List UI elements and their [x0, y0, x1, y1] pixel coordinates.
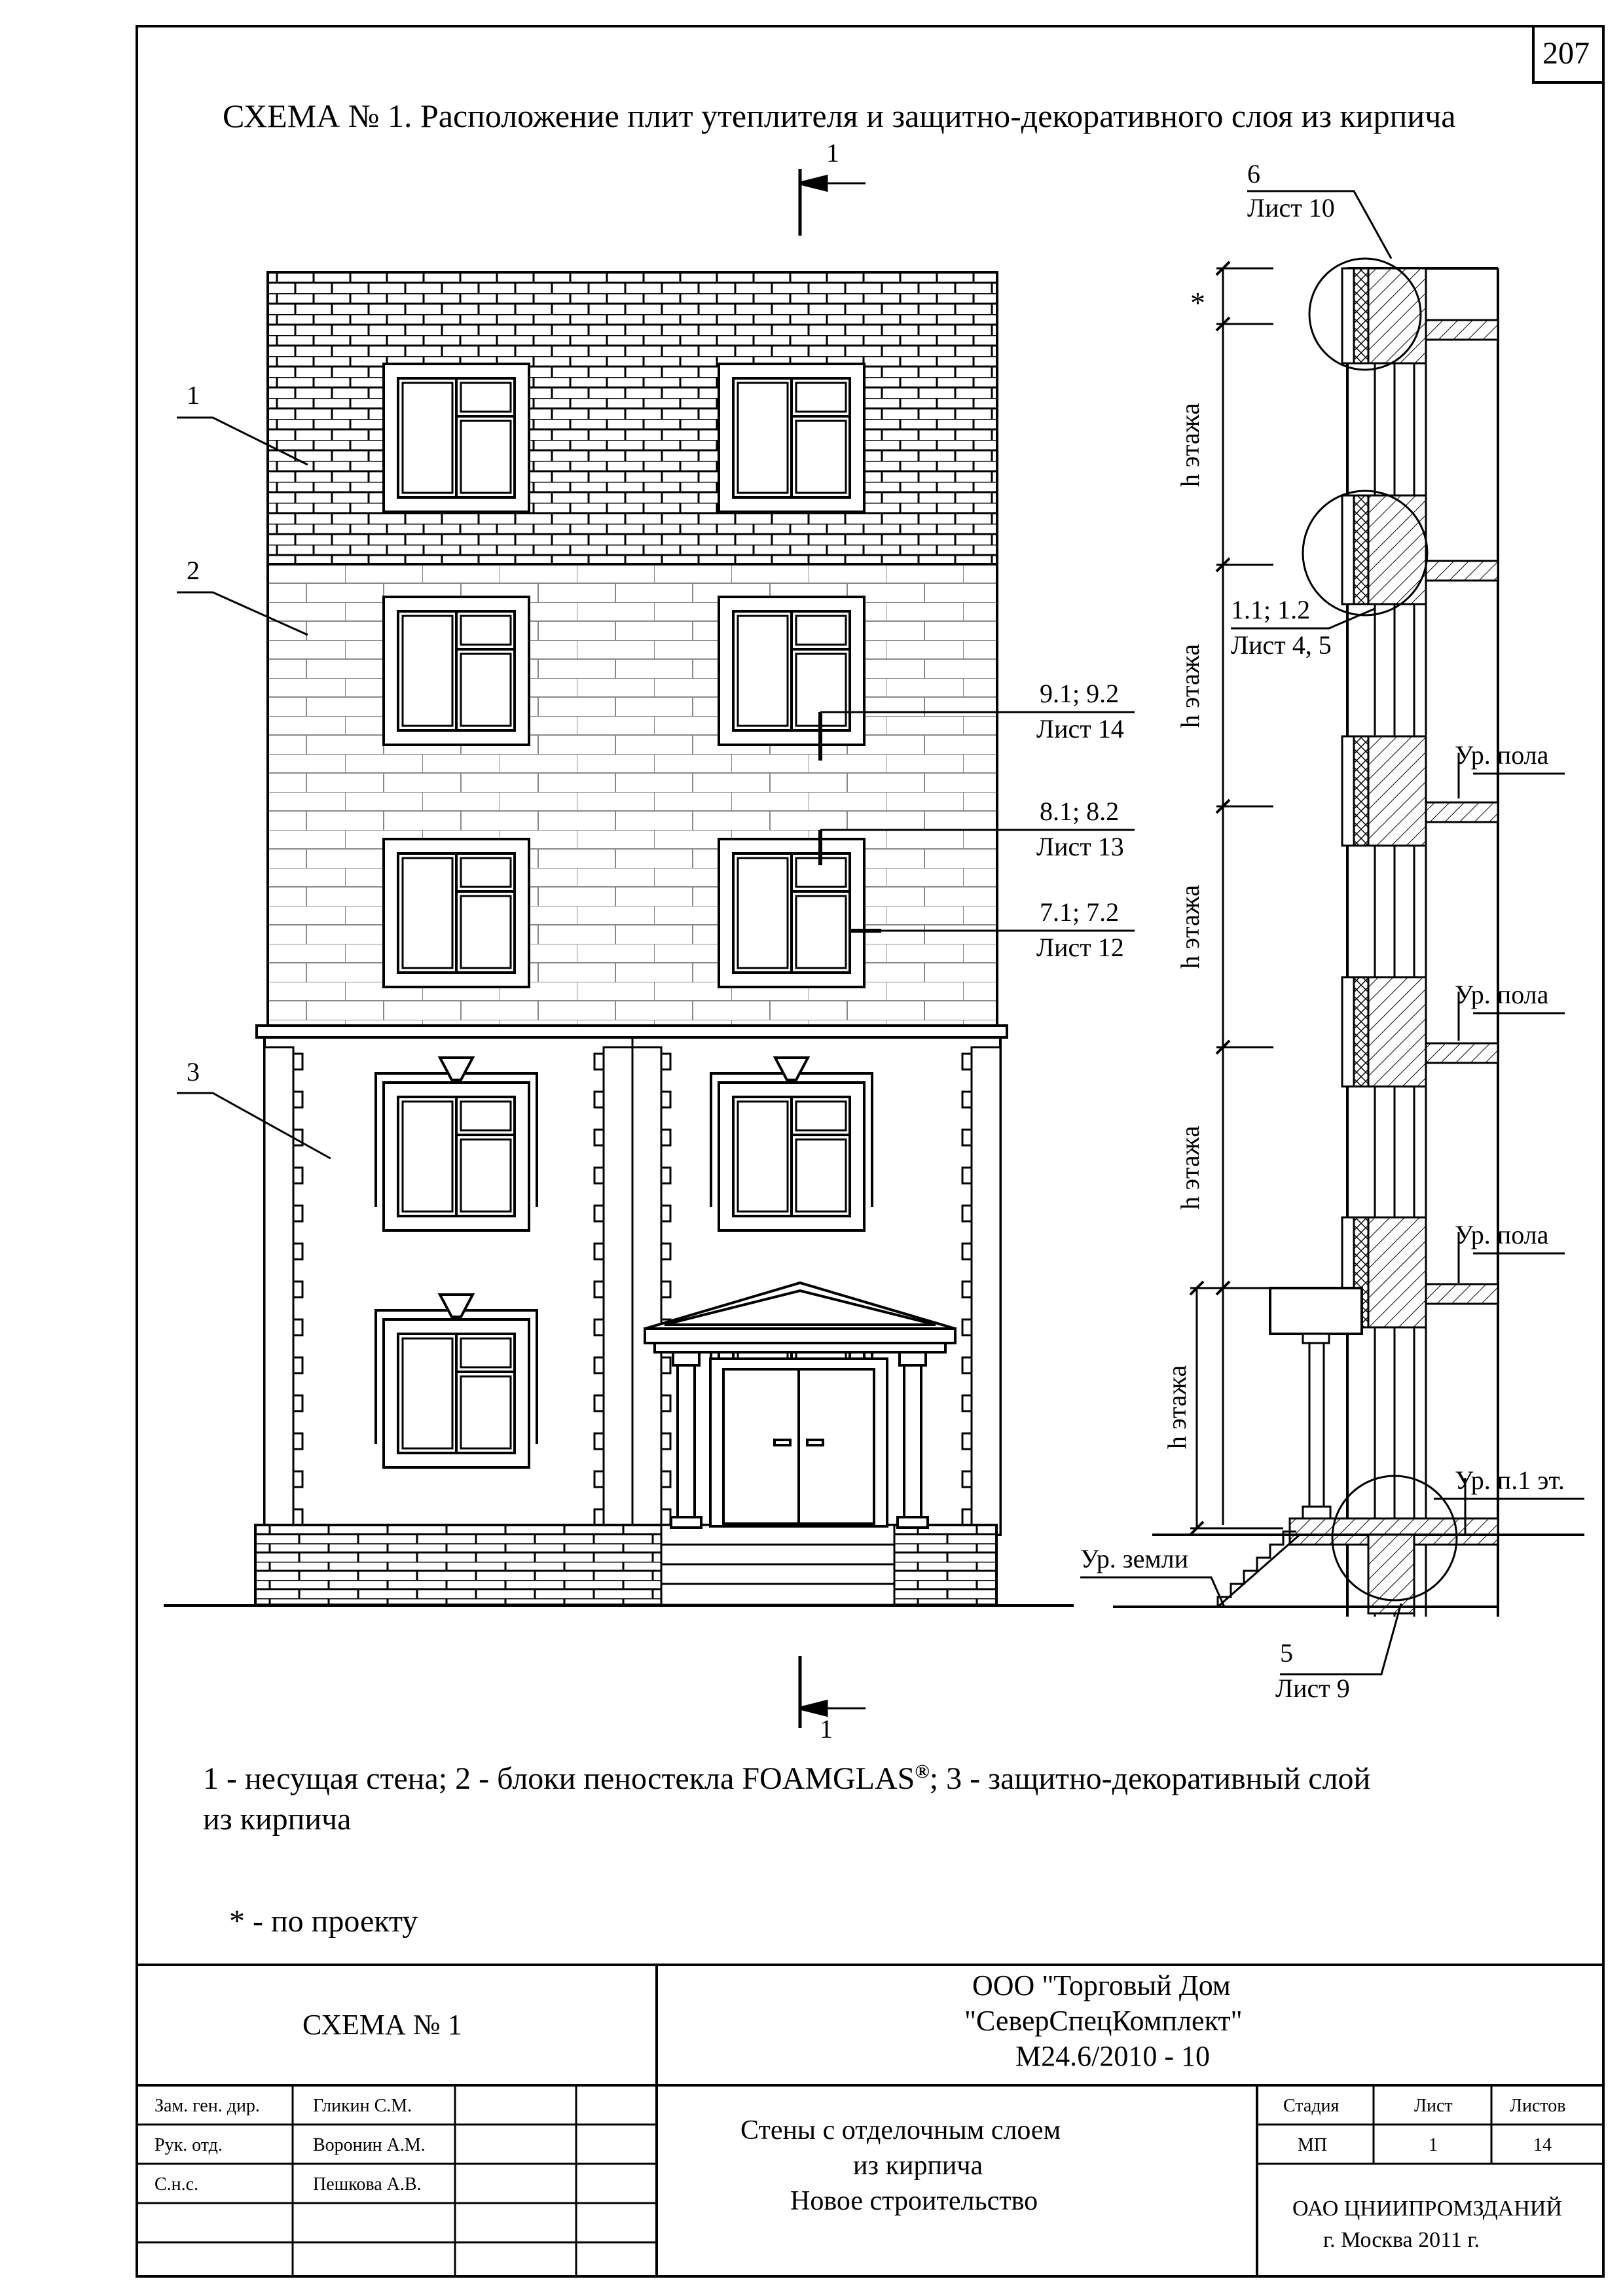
h-floor-4: h этажа [1175, 1125, 1205, 1210]
window [374, 1056, 538, 1232]
tb-desc-2: из кирпича [853, 2151, 983, 2181]
section-mark-bottom-label: 1 [820, 1714, 833, 1744]
window [382, 363, 530, 513]
tb-stage: МП [1298, 2135, 1328, 2155]
section-node [1341, 267, 1499, 365]
tb-name-1: Гликин С.М. [313, 2096, 412, 2116]
page-number: 207 [1542, 36, 1590, 71]
tb-role-3: С.н.с. [155, 2174, 199, 2195]
legend-line-2: из кирпича [203, 1802, 352, 1837]
node-9-sheet: Лист 14 [1036, 714, 1124, 744]
legend-text-b: ; 3 - защитно-декоративный слой [929, 1761, 1371, 1796]
facade-elevation [164, 271, 1074, 1607]
legend-note: * - по проекту [229, 1904, 418, 1939]
tb-sheets: 14 [1533, 2135, 1552, 2155]
section-node [1341, 976, 1499, 1088]
h-floor-5: h этажа [1162, 1365, 1192, 1450]
tb-desc-3: Новое строительство [790, 2186, 1038, 2216]
node-1-label: 1.1; 1.2 [1231, 595, 1311, 624]
tb-name-3: Пешкова А.В. [313, 2174, 422, 2195]
ground-level: Ур. земли [1080, 1544, 1189, 1573]
callout-2: 2 [187, 556, 200, 585]
pilaster-center-left [602, 1046, 634, 1536]
tb-scheme: СХЕМА № 1 [302, 2009, 462, 2041]
pilaster-left [263, 1046, 295, 1536]
tb-stage-header: Стадия [1283, 2096, 1340, 2116]
section-node [1341, 494, 1499, 605]
h-floor-1: h этажа [1175, 403, 1205, 488]
window [382, 838, 530, 988]
node-8-label: 8.1; 8.2 [1040, 797, 1120, 826]
foamglas-zone [266, 563, 998, 1027]
legend-text-a: 1 - несущая стена; 2 - блоки пеностекла … [203, 1761, 915, 1796]
node-7-sheet: Лист 12 [1036, 933, 1124, 962]
h-floor-2: h этажа [1175, 643, 1205, 728]
window [382, 596, 530, 746]
upper-brick-zone [266, 271, 998, 567]
dimension-chain [1189, 260, 1283, 1536]
callout-3: 3 [187, 1057, 200, 1086]
floor-level-3: Ур. пола [1455, 1220, 1549, 1249]
wall-section [1113, 257, 1584, 1617]
tb-name-2: Воронин А.М. [313, 2135, 426, 2155]
tb-org-3: М24.6/2010 - 10 [1015, 2040, 1210, 2072]
window [718, 363, 866, 513]
column-right [903, 1364, 922, 1518]
callout-1: 1 [187, 380, 200, 410]
section-mark-top [798, 169, 866, 236]
window [718, 838, 866, 988]
portico [644, 1281, 957, 1529]
window [374, 1293, 538, 1469]
column-left [676, 1364, 696, 1518]
leader-lines [177, 416, 1135, 1160]
node-6-sheet: Лист 10 [1247, 193, 1335, 223]
window [718, 596, 866, 746]
title-block [137, 1964, 1603, 2276]
tb-desc-1: Стены с отделочным слоем [740, 2115, 1061, 2145]
section-mark-top-label: 1 [826, 138, 839, 168]
pilaster-center-right [631, 1046, 663, 1536]
sheet-frame [136, 25, 1605, 2278]
first-floor-level: Ур. п.1 эт. [1455, 1465, 1565, 1495]
tb-org-2: "СеверСпецКомплект" [964, 2005, 1243, 2037]
node-8-sheet: Лист 13 [1036, 832, 1124, 861]
tb-institute-1: ОАО ЦНИИПРОМЗДАНИЙ [1292, 2197, 1563, 2221]
section-leaders [1080, 190, 1584, 1676]
page-title: СХЕМА № 1. Расположение плит утеплителя … [223, 98, 1456, 134]
node-7-label: 7.1; 7.2 [1040, 897, 1120, 927]
h-floor-3: h этажа [1175, 884, 1205, 969]
tb-role-1: Зам. ген. дир. [155, 2096, 260, 2116]
node-5-label: 5 [1280, 1638, 1293, 1668]
tb-sheet-header: Лист [1414, 2096, 1453, 2116]
registered-mark: ® [915, 1761, 930, 1782]
section-mark-bottom [798, 1656, 866, 1728]
cornice [255, 1024, 1008, 1039]
node-9-label: 9.1; 9.2 [1040, 679, 1120, 708]
floor-level-1: Ур. пола [1455, 740, 1549, 770]
tb-sheets-header: Листов [1510, 2096, 1566, 2116]
window [710, 1056, 873, 1232]
tb-org-1: ООО "Торговый Дом [972, 1969, 1231, 2001]
node-1-sheet: Лист 4, 5 [1231, 630, 1332, 660]
section-node [1341, 735, 1499, 847]
node-6-label: 6 [1247, 159, 1260, 188]
page-number-box [1532, 25, 1605, 84]
pilaster-right [970, 1046, 1002, 1536]
tb-sheet: 1 [1429, 2135, 1438, 2155]
tb-institute-2: г. Москва 2011 г. [1323, 2228, 1480, 2252]
floor-level-2: Ур. пола [1455, 980, 1549, 1009]
legend-line-1: 1 - несущая стена; 2 - блоки пеностекла … [203, 1762, 1370, 1795]
star-mark: * [1190, 286, 1205, 319]
node-5-sheet: Лист 9 [1275, 1674, 1350, 1703]
tb-role-2: Рук. отд. [155, 2135, 223, 2155]
